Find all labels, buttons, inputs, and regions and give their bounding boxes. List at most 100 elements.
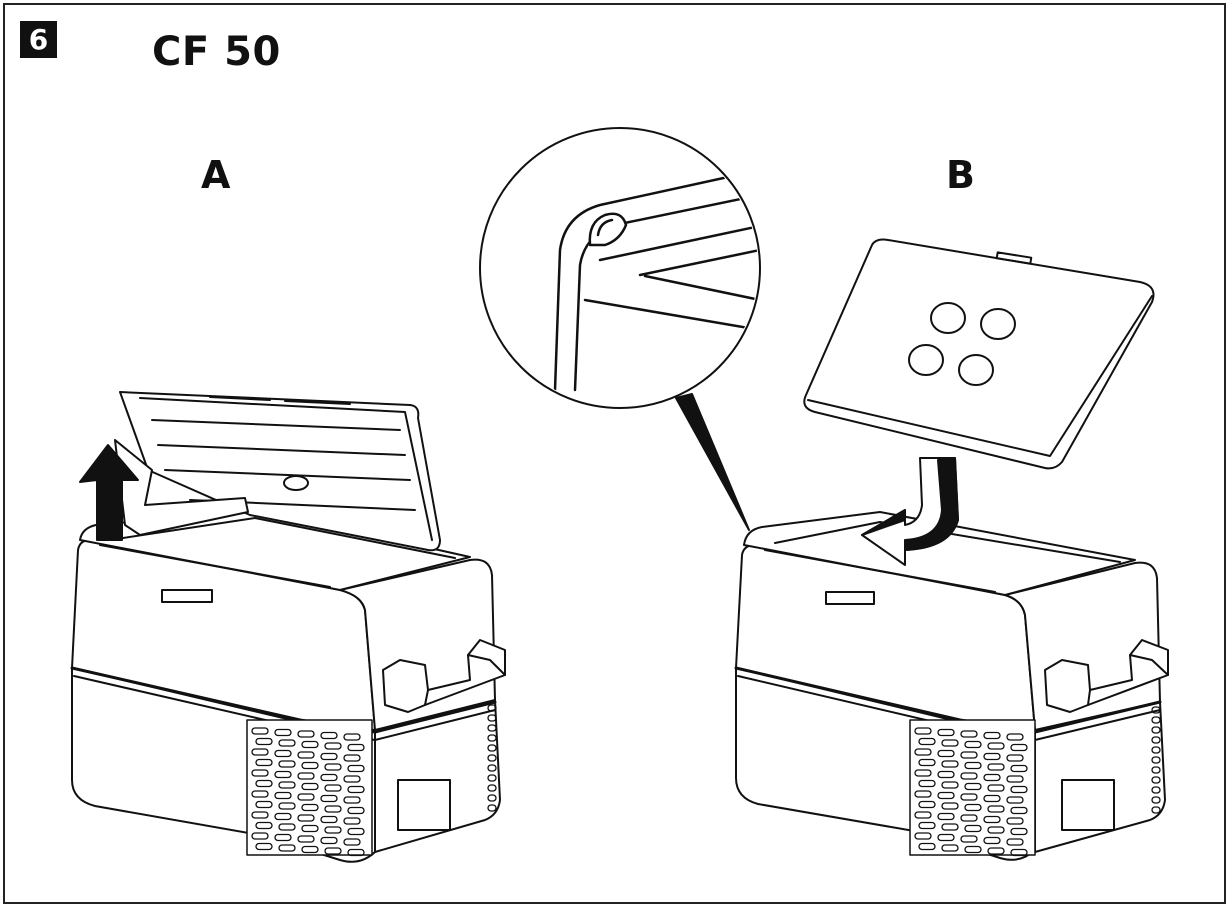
vent-slot (321, 754, 337, 760)
vent-slot (348, 766, 364, 772)
vent-slot (275, 772, 291, 778)
vent-slot (279, 824, 295, 830)
figure-number-badge: 6 (20, 21, 57, 58)
vent-slot (961, 815, 977, 821)
side-vent-slot (488, 715, 496, 721)
vent-slot (915, 812, 931, 818)
detail-zoom-callout (480, 128, 760, 530)
vent-slot (275, 814, 291, 820)
vent-slot (1007, 734, 1023, 740)
vent-slot (988, 848, 1004, 854)
vent-slot (942, 761, 958, 767)
vent-slot (919, 760, 935, 766)
arrow-up-icon (80, 445, 138, 540)
vent-slot (256, 760, 272, 766)
vent-slot (279, 803, 295, 809)
vent-slot (1007, 755, 1023, 761)
vent-slot (942, 782, 958, 788)
vent-slot (321, 838, 337, 844)
vent-slot (325, 848, 341, 854)
cooler-b-top-rim (744, 512, 1135, 595)
vent-slot (321, 817, 337, 823)
vent-slot (961, 731, 977, 737)
cooler-a-side-handle (383, 640, 505, 712)
vent-slot (279, 761, 295, 767)
vent-slot (275, 730, 291, 736)
vent-slot (1011, 850, 1027, 856)
side-vent-slot (1152, 787, 1160, 793)
vent-slot (919, 823, 935, 829)
vent-slot (915, 791, 931, 797)
cooler-b-side-handle (1045, 640, 1168, 712)
side-vent-slot (488, 765, 496, 771)
vent-slot (298, 794, 314, 800)
vent-slot (961, 794, 977, 800)
vent-slot (252, 812, 268, 818)
vent-slot (321, 796, 337, 802)
vent-slot (965, 826, 981, 832)
cooler-a-divider-insert (115, 440, 248, 535)
vent-slot (321, 733, 337, 739)
vent-slot (348, 850, 364, 856)
side-vent-slot (488, 755, 496, 761)
cooler-b (736, 240, 1168, 860)
vent-slot (1007, 797, 1023, 803)
vent-slot (938, 772, 954, 778)
vent-slot (1007, 776, 1023, 782)
side-vent-slot (1152, 797, 1160, 803)
callout-pointer (676, 394, 749, 530)
side-vent-slot (488, 745, 496, 751)
side-vent-slot (488, 785, 496, 791)
vent-slot (919, 802, 935, 808)
vent-slot (321, 775, 337, 781)
vent-slot (942, 803, 958, 809)
side-vent-slot (488, 725, 496, 731)
vent-slot (325, 806, 341, 812)
vent-slot (302, 847, 318, 853)
vent-slot (1007, 818, 1023, 824)
vent-slot (298, 836, 314, 842)
vent-slot (988, 785, 1004, 791)
vent-slot (961, 752, 977, 758)
vent-slot (965, 763, 981, 769)
vent-slot (942, 824, 958, 830)
vent-slot (938, 730, 954, 736)
vent-slot (279, 740, 295, 746)
vent-slot (302, 826, 318, 832)
vent-slot (961, 836, 977, 842)
vent-slot (915, 728, 931, 734)
side-vent-slot (1152, 727, 1160, 733)
vent-slot (325, 785, 341, 791)
vent-slot (1011, 766, 1027, 772)
vent-slot (942, 845, 958, 851)
vent-slot (938, 751, 954, 757)
vent-slot (919, 739, 935, 745)
vent-slot (988, 806, 1004, 812)
vent-slot (275, 751, 291, 757)
vent-slot (938, 835, 954, 841)
vent-slot (915, 770, 931, 776)
vent-slot (965, 742, 981, 748)
panel-label-b: B (946, 153, 975, 197)
vent-slot (1007, 839, 1023, 845)
side-vent-slot (1152, 807, 1160, 813)
vent-slot (965, 847, 981, 853)
vent-slot (298, 752, 314, 758)
vent-slot (984, 733, 1000, 739)
vent-slot (965, 784, 981, 790)
vent-slot (298, 815, 314, 821)
vent-slot (256, 781, 272, 787)
vent-slot (1011, 808, 1027, 814)
model-title: CF 50 (152, 29, 281, 75)
insert-knob-4 (959, 355, 993, 385)
side-vent-slot (1152, 757, 1160, 763)
zoom-circle (480, 128, 760, 408)
side-vent-slot (488, 705, 496, 711)
side-vent-slot (1152, 777, 1160, 783)
vent-slot (252, 728, 268, 734)
vent-slot (984, 775, 1000, 781)
side-vent-slot (488, 775, 496, 781)
vent-slot (325, 827, 341, 833)
vent-slot (256, 802, 272, 808)
